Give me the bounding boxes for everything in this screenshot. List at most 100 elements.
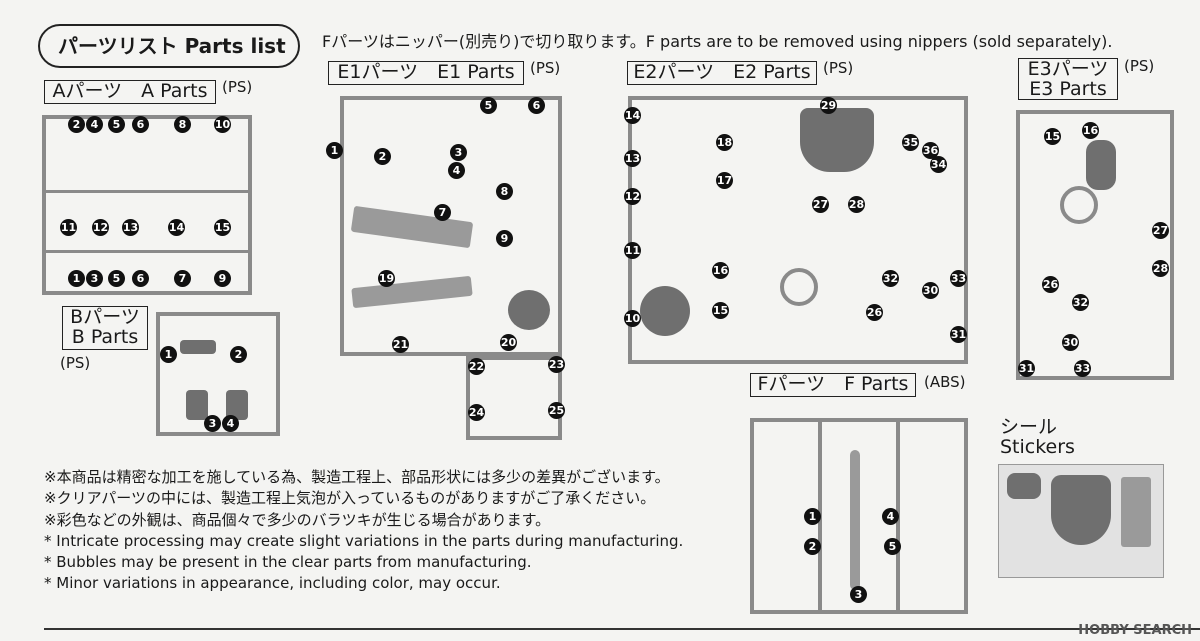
note-line: * Bubbles may be present in the clear pa… (44, 553, 532, 572)
part-number-badge: 31 (1018, 360, 1035, 377)
e3-parts-material: (PS) (1124, 57, 1155, 75)
b-part (186, 390, 208, 420)
part-number-badge: 15 (1044, 128, 1061, 145)
part-number-badge: 34 (930, 156, 947, 173)
part-number-badge: 4 (222, 415, 239, 432)
part-number-badge: 2 (68, 116, 85, 133)
part-number-badge: 3 (850, 586, 867, 603)
e2-round-part (640, 286, 690, 336)
a-parts-label: Aパーツ A Parts (44, 80, 216, 104)
part-number-badge: 5 (108, 116, 125, 133)
e3-ring (1060, 186, 1098, 224)
part-number-badge: 5 (108, 270, 125, 287)
part-number-badge: 1 (160, 346, 177, 363)
e1-round-part (508, 290, 550, 330)
part-number-badge: 26 (866, 304, 883, 321)
part-number-badge: 17 (716, 172, 733, 189)
part-number-badge: 3 (450, 144, 467, 161)
note-line: * Minor variations in appearance, includ… (44, 574, 501, 593)
part-number-badge: 23 (548, 356, 565, 373)
note-line: ※クリアパーツの中には、製造工程上気泡が入っているものがありますがご了承ください… (44, 489, 656, 508)
part-number-badge: 1 (326, 142, 343, 159)
part-number-badge: 2 (374, 148, 391, 165)
a-runner-bar (42, 190, 252, 193)
part-number-badge: 33 (1074, 360, 1091, 377)
b-parts-label-en: B Parts (71, 325, 139, 348)
note-line: ※本商品は精密な加工を施している為、製造工程上、部品形状には多少の差異がございま… (44, 468, 670, 486)
part-number-badge: 3 (86, 270, 103, 287)
part-number-badge: 10 (214, 116, 231, 133)
e3-runner-frame (1016, 110, 1174, 380)
e2-ring (780, 268, 818, 306)
e3-part-16 (1086, 140, 1116, 190)
part-number-badge: 3 (204, 415, 221, 432)
part-number-badge: 28 (848, 196, 865, 213)
e1-parts-material: (PS) (530, 59, 561, 77)
a-parts-material: (PS) (222, 78, 253, 96)
part-number-badge: 15 (712, 302, 729, 319)
sticker-side (1121, 477, 1151, 547)
note-line: * Intricate processing may create slight… (44, 531, 684, 550)
part-number-badge: 16 (1082, 122, 1099, 139)
e3-parts-label-en: E3 Parts (1029, 77, 1107, 100)
part-number-badge: 1 (804, 508, 821, 525)
part-number-badge: 16 (712, 262, 729, 279)
part-number-badge: 33 (950, 270, 967, 287)
part-number-badge: 2 (804, 538, 821, 555)
part-number-badge: 32 (1072, 294, 1089, 311)
part-number-badge: 1 (68, 270, 85, 287)
part-number-badge: 11 (60, 219, 77, 236)
e1-runner-frame (340, 96, 562, 356)
stickers-label-en: Stickers (1000, 435, 1075, 458)
part-number-badge: 4 (86, 116, 103, 133)
sticker-sheet (998, 464, 1164, 578)
a-runner-bar (42, 250, 252, 253)
part-number-badge: 13 (624, 150, 641, 167)
part-number-badge: 22 (468, 358, 485, 375)
part-number-badge: 26 (1042, 276, 1059, 293)
nipper-note: Fパーツはニッパー(別売り)で切り取ります。F parts are to be … (322, 32, 1113, 51)
part-number-badge: 13 (122, 219, 139, 236)
part-number-badge: 7 (174, 270, 191, 287)
watermark: HOBBY SEARCH (1078, 623, 1192, 638)
part-number-badge: 27 (1152, 222, 1169, 239)
part-number-badge: 30 (1062, 334, 1079, 351)
stickers-label-jp: シール (1000, 416, 1058, 438)
part-number-badge: 9 (496, 230, 513, 247)
part-number-badge: 5 (884, 538, 901, 555)
part-number-badge: 5 (480, 97, 497, 114)
part-number-badge: 30 (922, 282, 939, 299)
e2-runner-frame (628, 96, 968, 364)
part-number-badge: 28 (1152, 260, 1169, 277)
part-number-badge: 32 (882, 270, 899, 287)
f-parts-material: (ABS) (924, 373, 966, 391)
part-number-badge: 12 (624, 188, 641, 205)
part-number-badge: 6 (132, 270, 149, 287)
part-number-badge: 8 (496, 183, 513, 200)
part-number-badge: 21 (392, 336, 409, 353)
part-number-badge: 31 (950, 326, 967, 343)
part-number-badge: 9 (214, 270, 231, 287)
parts-list-title: パーツリスト Parts list (38, 24, 300, 68)
b-parts-label-jp: Bパーツ (70, 306, 140, 328)
b-runner-frame (156, 312, 280, 436)
part-number-badge: 8 (174, 116, 191, 133)
part-number-badge: 10 (624, 310, 641, 327)
f-blade-part (850, 450, 860, 590)
b-parts-material: (PS) (60, 354, 91, 372)
part-number-badge: 18 (716, 134, 733, 151)
part-number-badge: 29 (820, 97, 837, 114)
part-number-badge: 2 (230, 346, 247, 363)
part-number-badge: 4 (882, 508, 899, 525)
part-number-badge: 4 (448, 162, 465, 179)
part-number-badge: 7 (434, 204, 451, 221)
notes: ※本商品は精密な加工を施している為、製造工程上、部品形状には多少の差異がございま… (44, 467, 683, 595)
part-number-badge: 6 (528, 97, 545, 114)
a-runner-frame (42, 115, 252, 295)
f-runner-frame (750, 418, 968, 614)
e2-part-29 (800, 108, 874, 172)
part-number-badge: 24 (468, 404, 485, 421)
part-number-badge: 11 (624, 242, 641, 259)
bottom-rule (44, 628, 1200, 630)
f-parts-label: Fパーツ F Parts (750, 373, 916, 397)
